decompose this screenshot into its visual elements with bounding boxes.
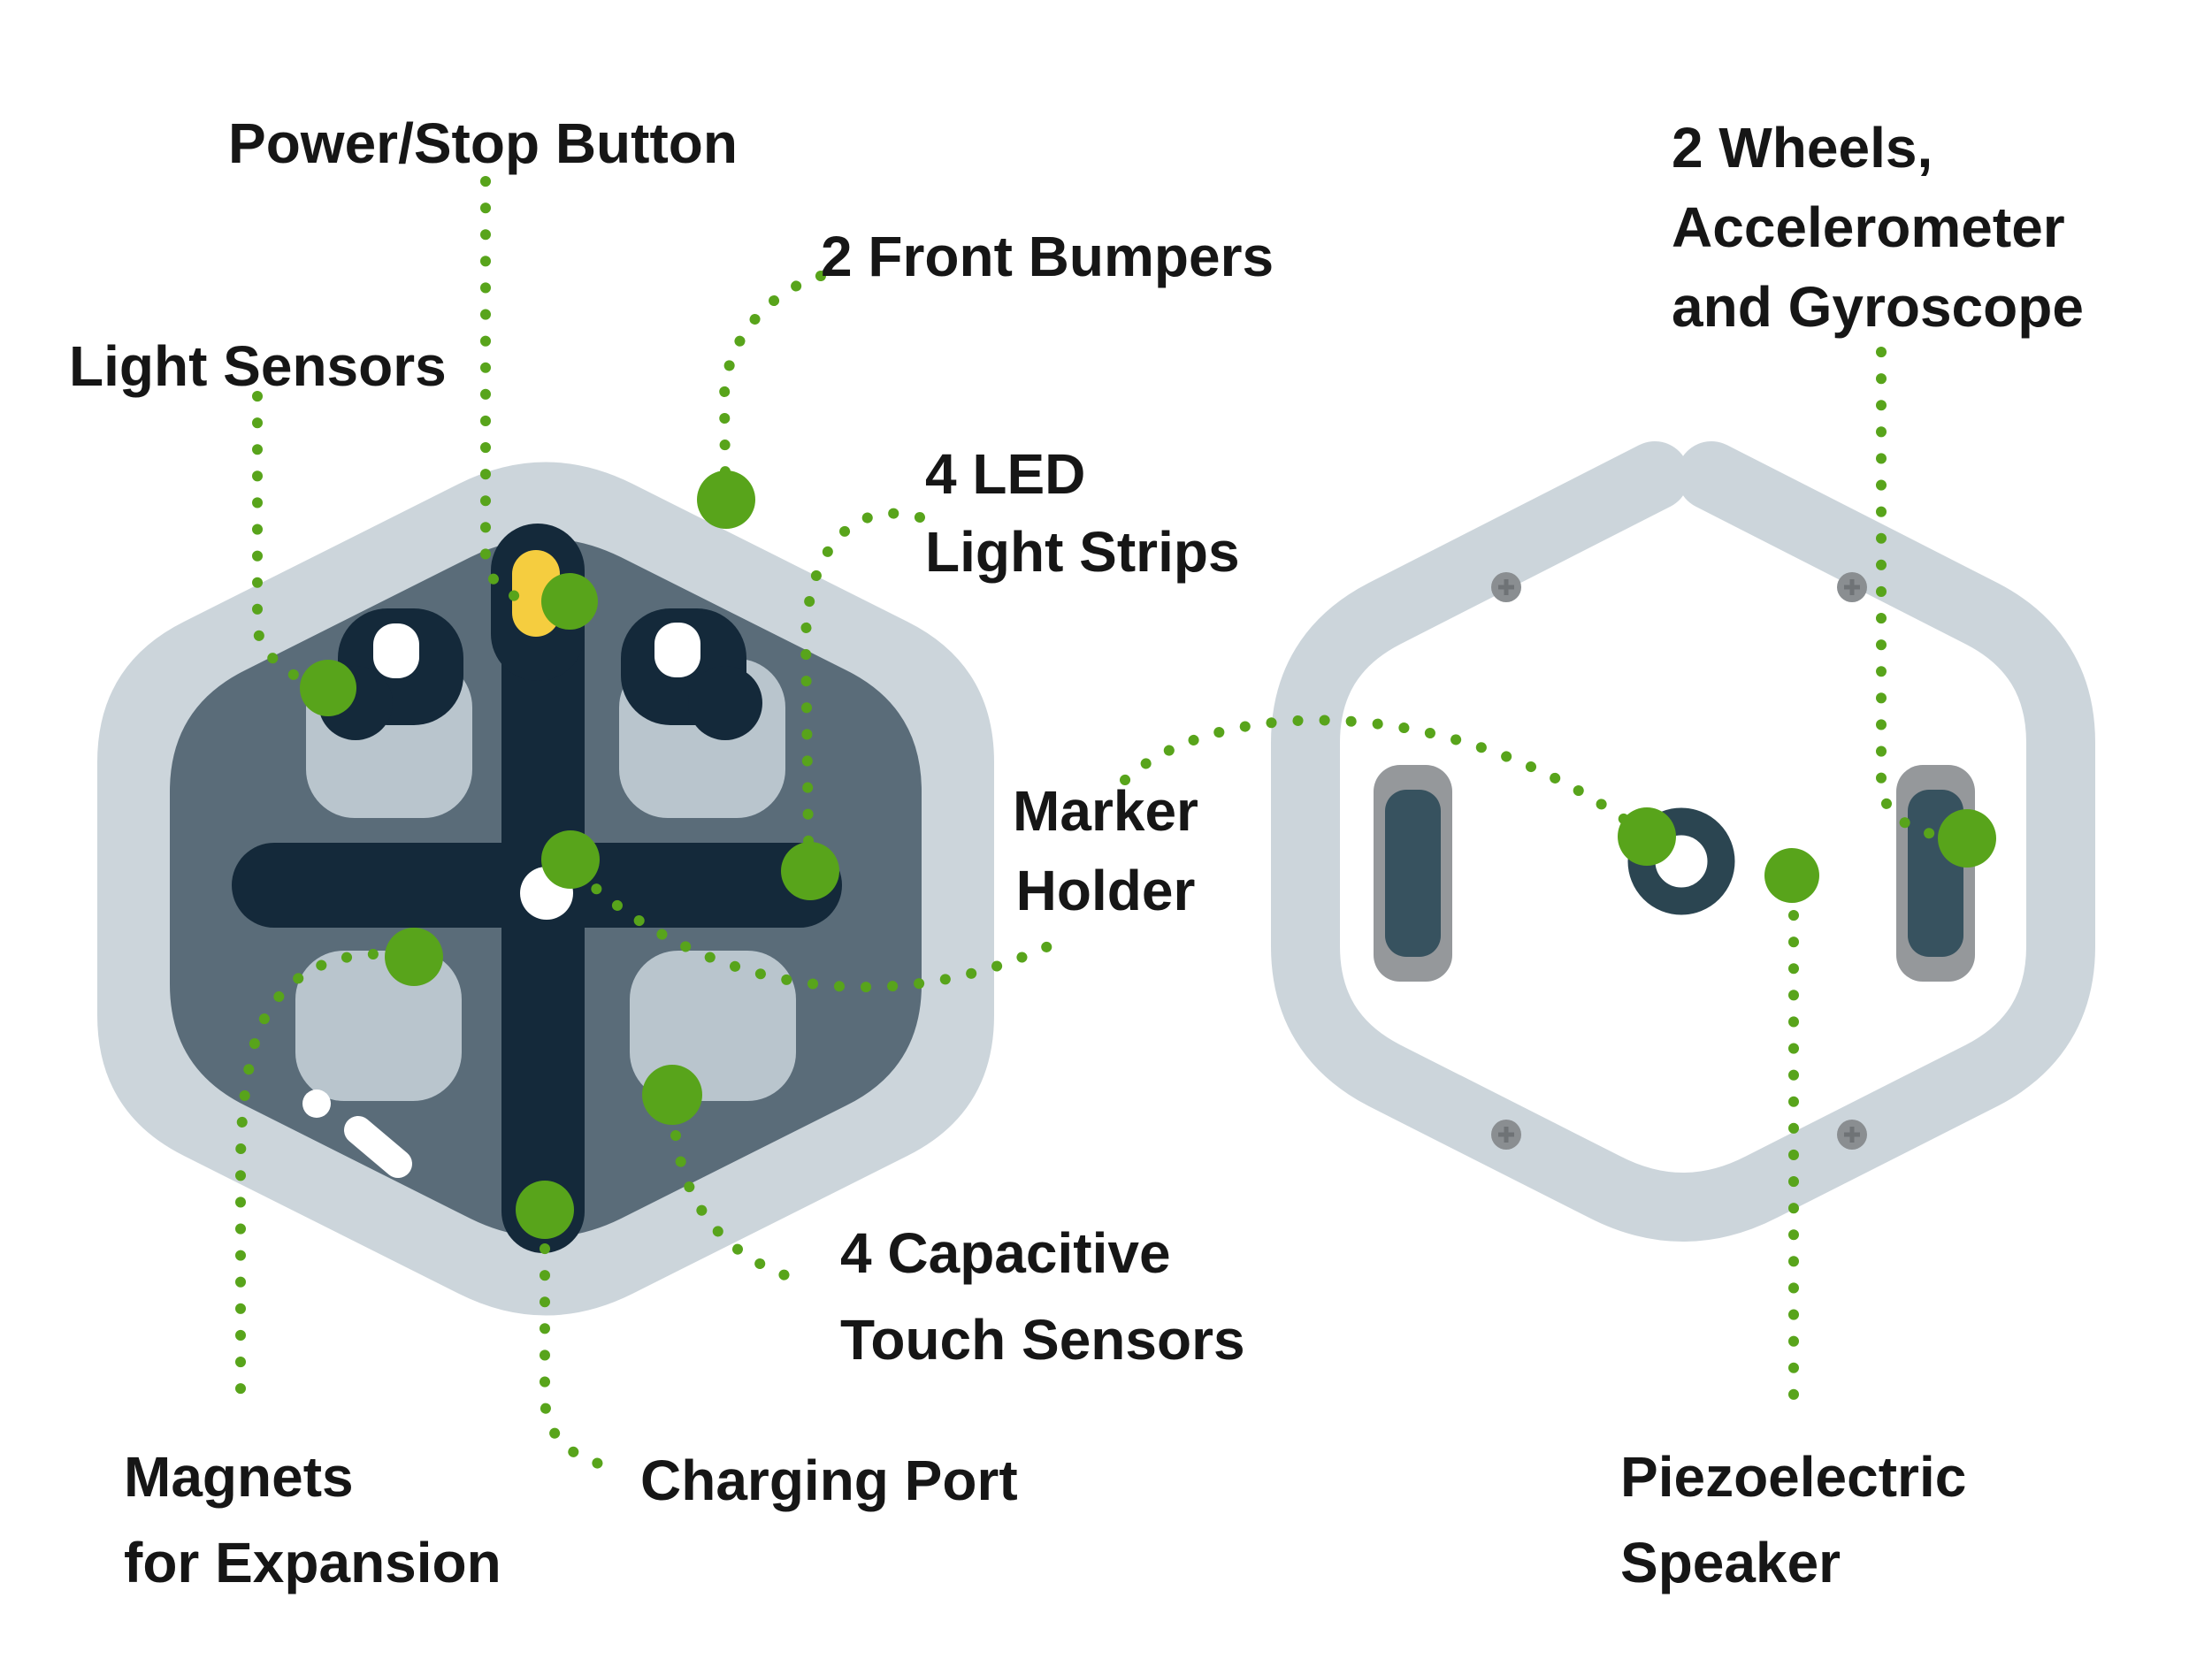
screw-top-left bbox=[1491, 572, 1521, 602]
label-light-sensors: Light Sensors bbox=[69, 334, 447, 398]
leader-touch-sensors bbox=[670, 1130, 812, 1288]
power-stop-dot bbox=[541, 573, 598, 630]
label-line: Piezoelectric bbox=[1620, 1445, 1967, 1509]
label-line: for Expansion bbox=[124, 1531, 501, 1594]
leader-light-sensors bbox=[252, 391, 313, 688]
label-led-light-strips: 4 LED Light Strips bbox=[925, 435, 1240, 591]
magnet-dot bbox=[385, 928, 443, 986]
leader-led-strips bbox=[800, 508, 925, 847]
callout-marker-dots bbox=[300, 470, 1996, 1239]
charging-port-dot bbox=[516, 1181, 574, 1239]
marker-holder-dot-top bbox=[541, 830, 600, 889]
wheel-right bbox=[1896, 765, 1975, 982]
label-line: Accelerometer bbox=[1672, 195, 2065, 259]
shine-mark-long bbox=[344, 1116, 412, 1178]
label-wheels-accelerometer-gyroscope: 2 Wheels, Accelerometer and Gyroscope bbox=[1672, 108, 2084, 347]
touch-panel-lower-left bbox=[295, 951, 462, 1101]
label-line: Light Strips bbox=[925, 520, 1240, 584]
robot-top-view bbox=[97, 462, 994, 1316]
label-line: Holder bbox=[1015, 859, 1196, 922]
touch-sensor-dot bbox=[642, 1065, 702, 1125]
screw-top-right bbox=[1837, 572, 1867, 602]
eye-highlight-right bbox=[654, 623, 700, 677]
label-piezoelectric-speaker: Piezoelectric Speaker bbox=[1620, 1434, 1966, 1606]
label-touch-sensors: 4 Capacitive Touch Sensors bbox=[840, 1210, 1245, 1383]
marker-holder-dot-bottom bbox=[1618, 807, 1676, 866]
shine-mark-small bbox=[302, 1089, 331, 1118]
label-line: 2 Wheels, bbox=[1672, 116, 1933, 180]
label-line: Speaker bbox=[1620, 1531, 1841, 1594]
label-line: 4 Capacitive bbox=[840, 1221, 1171, 1285]
callout-leader-lines bbox=[235, 176, 1948, 1473]
wheel-dot bbox=[1938, 809, 1996, 868]
leader-marker-holder-right bbox=[1120, 715, 1652, 841]
label-magnets-for-expansion: Magnets for Expansion bbox=[124, 1434, 501, 1606]
leader-charging-port bbox=[540, 1243, 622, 1473]
bottom-view-bumper-ring bbox=[1271, 441, 2095, 1242]
leader-wheels bbox=[1876, 347, 1948, 842]
label-line: and Gyroscope bbox=[1672, 275, 2084, 339]
light-sensor-dot bbox=[300, 660, 356, 716]
leader-magnets bbox=[235, 948, 405, 1420]
label-line: Magnets bbox=[124, 1445, 354, 1509]
piezo-speaker-dot bbox=[1764, 848, 1819, 903]
label-power-stop-button: Power/Stop Button bbox=[228, 111, 738, 175]
led-strip-dot bbox=[781, 842, 839, 900]
label-front-bumpers: 2 Front Bumpers bbox=[821, 225, 1274, 288]
touch-panel-lower-right bbox=[630, 951, 796, 1101]
wheel-left bbox=[1374, 765, 1452, 982]
front-bumper-dot bbox=[697, 470, 755, 529]
eye-highlight-left bbox=[373, 623, 419, 678]
leader-power-stop bbox=[480, 176, 540, 608]
screw-bottom-left bbox=[1491, 1120, 1521, 1150]
label-marker-holder: Marker Holder bbox=[951, 771, 1260, 930]
label-line: Marker bbox=[1013, 779, 1198, 843]
label-line: Touch Sensors bbox=[840, 1308, 1245, 1372]
screw-bottom-right bbox=[1837, 1120, 1867, 1150]
label-charging-port: Charging Port bbox=[640, 1449, 1018, 1512]
label-line: 4 LED bbox=[925, 442, 1086, 506]
leader-front-bumpers bbox=[718, 271, 826, 481]
